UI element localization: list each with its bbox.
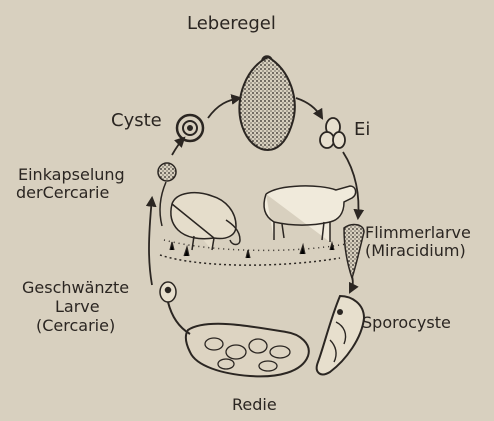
label-cercaria-1: Geschwänzte [22,279,162,296]
label-cercaria-3: (Cercarie) [36,317,115,334]
label-cercaria-2: Larve [55,298,100,315]
egg-icon [320,118,345,148]
label-cyst: Cyste [111,112,162,129]
liver-fluke-icon [239,56,294,150]
cow-icon [264,186,356,242]
arrow-cercaria-to-encystment [149,198,152,285]
grass-tufts [170,242,334,258]
label-egg: Ei [354,121,370,138]
sheep-icon [171,193,240,250]
arrow-fluke-to-egg [296,98,322,118]
redia-icon [186,324,309,377]
miracidium-icon [344,225,364,278]
label-miracidium-2: (Miracidium) [365,242,466,259]
label-encystment-1: Einkapselung [18,166,125,183]
sporocyst-icon [317,296,364,374]
arrow-encystment-to-cyst [172,138,184,155]
label-redia: Redie [232,396,277,413]
title-leberegel: Leberegel [187,15,276,32]
label-miracidium-1: Flimmerlarve [365,224,471,241]
label-sporocyst: Sporocyste [362,314,451,331]
label-encystment-2: derCercarie [16,184,109,201]
cyst-icon [177,115,203,141]
arrow-egg-to-miracidium [343,152,358,218]
arrow-cyst-to-fluke [208,98,240,118]
pasture-scene [160,186,356,265]
cercaria-icon [160,282,190,334]
